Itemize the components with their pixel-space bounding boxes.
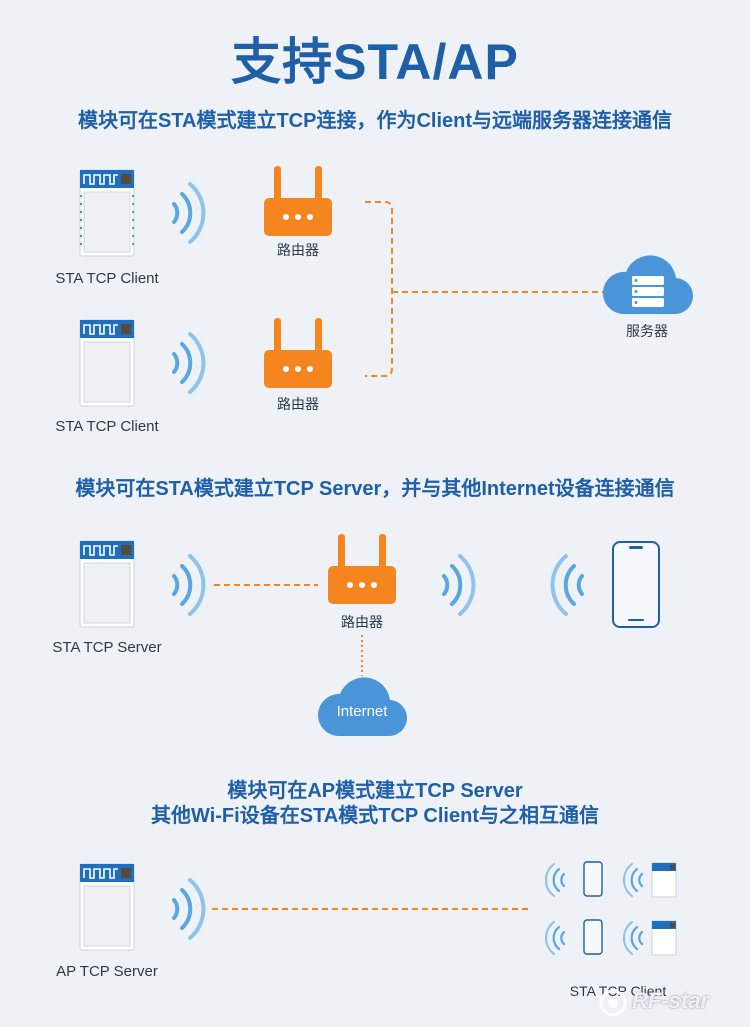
- wifi-module-icon: [79, 863, 135, 951]
- dashed-connector: [365, 201, 604, 377]
- small-module-icon: [651, 862, 677, 898]
- server-label: 服务器: [626, 323, 668, 339]
- section3-heading-line1: 模块可在AP模式建立TCP Server: [227, 780, 523, 802]
- client-devices-group: [544, 861, 677, 956]
- wifi-signal-icon: [172, 332, 206, 394]
- rf-star-logo-icon: [599, 989, 627, 1017]
- router-label: 路由器: [277, 396, 319, 412]
- page-title: 支持STA/AP: [231, 34, 519, 90]
- section3-heading-line2: 其他Wi-Fi设备在STA模式TCP Client与之相互通信: [151, 805, 599, 827]
- module-label: STA TCP Client: [55, 418, 159, 435]
- small-wifi-signal-icon: [544, 862, 566, 898]
- wifi-module-icon: [79, 169, 135, 257]
- router-icon: [264, 318, 332, 388]
- router-icon: [264, 166, 332, 236]
- router-icon: [328, 534, 396, 604]
- dashed-connector: [214, 584, 363, 676]
- wifi-signal-icon: [442, 554, 476, 616]
- router-label: 路由器: [277, 242, 319, 258]
- wifi-module-icon: [79, 540, 135, 628]
- smartphone-icon: [612, 541, 660, 628]
- section2-heading: 模块可在STA模式建立TCP Server，并与其他Internet设备连接通信: [75, 478, 675, 500]
- internet-label: Internet: [336, 703, 388, 720]
- wifi-signal-icon: [550, 554, 584, 616]
- server-cloud-icon: [602, 255, 694, 315]
- wifi-signal-icon: [172, 878, 206, 940]
- module-label: STA TCP Client: [55, 270, 159, 287]
- internet-cloud-icon: [317, 677, 408, 737]
- wifi-signal-icon: [172, 554, 206, 616]
- wifi-signal-icon: [172, 182, 206, 244]
- dashed-connector: [212, 908, 530, 910]
- small-phone-icon: [583, 861, 603, 897]
- wifi-module-icon: [79, 319, 135, 407]
- module-label: AP TCP Server: [56, 963, 158, 980]
- module-label: STA TCP Server: [52, 639, 162, 656]
- section1-heading: 模块可在STA模式建立TCP连接，作为Client与远端服务器连接通信: [77, 110, 673, 132]
- watermark: RF-star: [632, 988, 710, 1013]
- router-label: 路由器: [341, 614, 383, 630]
